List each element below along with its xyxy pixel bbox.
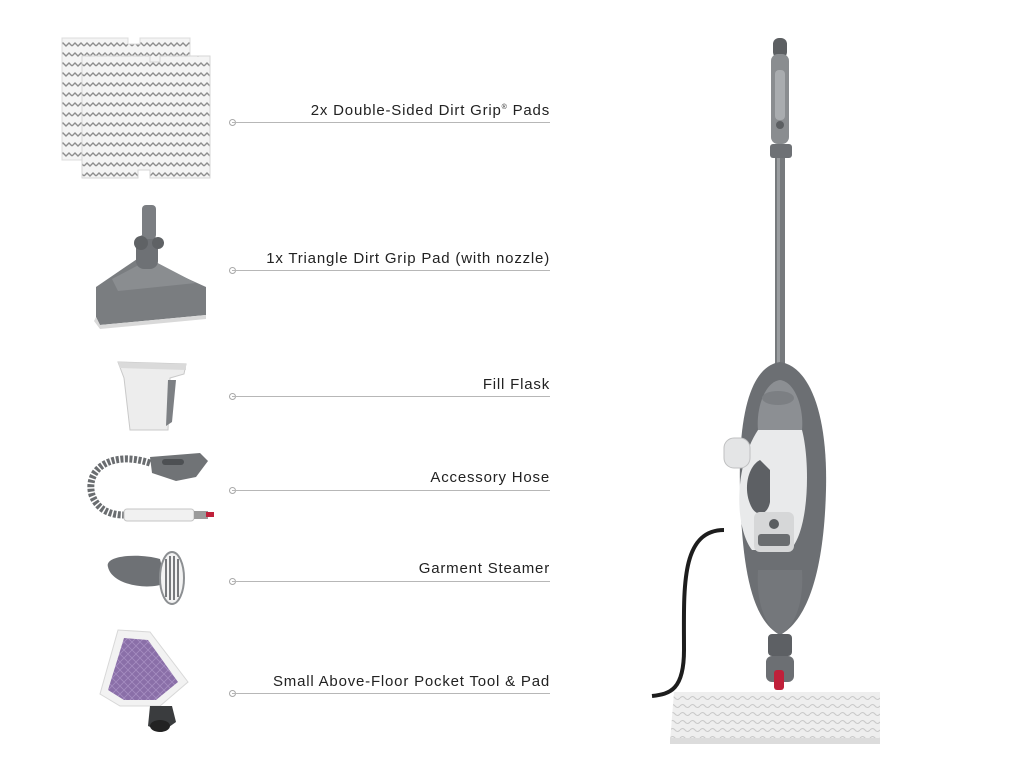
- triangle-pad-icon: [94, 205, 206, 329]
- accessory-row-flask: Fill Flask: [0, 350, 560, 440]
- garment-steamer-icon: [107, 551, 185, 605]
- leader-line: [232, 270, 550, 271]
- leader-line: [232, 490, 550, 491]
- leader-line: [232, 581, 550, 582]
- leader-line: [232, 122, 550, 123]
- accessory-label-hose: Accessory Hose: [430, 469, 550, 486]
- accessory-row-hose: Accessory Hose: [0, 445, 560, 535]
- accessory-row-steamer: Garment Steamer: [0, 545, 560, 615]
- accessory-row-pads: 2x Double-Sided Dirt Grip® Pads: [0, 30, 560, 190]
- accessory-label-flask: Fill Flask: [482, 376, 550, 393]
- pocket-tool-icon: [99, 629, 189, 732]
- fill-flask-icon: [117, 361, 187, 431]
- accessory-row-triangle: 1x Triangle Dirt Grip Pad (with nozzle): [0, 195, 560, 335]
- accessory-hose-icon: [87, 453, 214, 522]
- double-sided-pad-icon: [61, 37, 211, 179]
- accessory-label-pads: 2x Double-Sided Dirt Grip® Pads: [310, 102, 550, 119]
- accessory-row-pocket: Small Above-Floor Pocket Tool & Pad: [0, 622, 560, 742]
- accessory-label-steamer: Garment Steamer: [418, 560, 550, 577]
- steam-mop-icon: [651, 38, 880, 744]
- steam-mop-image: [640, 30, 880, 752]
- accessory-label-triangle: 1x Triangle Dirt Grip Pad (with nozzle): [266, 250, 550, 267]
- leader-line: [232, 693, 550, 694]
- accessory-label-pocket: Small Above-Floor Pocket Tool & Pad: [272, 673, 550, 690]
- leader-line: [232, 396, 550, 397]
